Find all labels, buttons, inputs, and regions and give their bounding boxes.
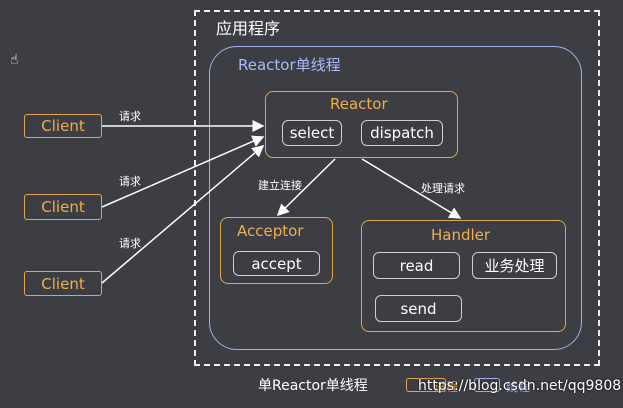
client-box-2: Client (24, 194, 102, 220)
select-box: select (282, 120, 342, 146)
watermark-text: https://blog.csdn.net/qq9808 (418, 378, 622, 394)
reactor-thread-title: Reactor单线程 (238, 56, 341, 74)
mouse-cursor-icon: ☝ (10, 52, 19, 68)
reactor-label: Reactor (330, 95, 388, 113)
application-boundary (194, 10, 600, 366)
legend-process-label: 进程 (434, 380, 459, 394)
establish-connection-label: 建立连接 (258, 179, 302, 192)
process-arrow (361, 158, 462, 219)
request-arrow-3 (101, 145, 265, 284)
process-request-label: 处理请求 (421, 182, 465, 195)
send-box: send (375, 295, 462, 322)
handler-box (361, 220, 566, 332)
reactor-thread-boundary (209, 46, 582, 350)
request-label-2: 请求 (119, 175, 141, 188)
legend-process-swatch (406, 378, 446, 392)
client-box-3: Client (24, 271, 102, 296)
acceptor-label: Acceptor (237, 222, 304, 240)
dispatch-box: dispatch (361, 120, 443, 146)
handler-label: Handler (431, 226, 491, 244)
acceptor-box (220, 217, 333, 284)
legend-thread-label: 线程 (506, 380, 531, 394)
client-box-1: Client (24, 114, 102, 138)
read-box: read (373, 252, 460, 279)
reactor-box (265, 91, 458, 158)
establish-arrow (276, 158, 336, 217)
request-label-3: 请求 (119, 237, 141, 250)
diagram-caption: 单Reactor单线程 (258, 378, 368, 394)
application-title: 应用程序 (216, 19, 281, 38)
request-arrow-2 (101, 135, 265, 208)
accept-box: accept (233, 251, 320, 276)
business-box: 业务处理 (472, 252, 557, 279)
legend-thread-swatch (474, 378, 500, 392)
request-label-1: 请求 (119, 110, 141, 123)
